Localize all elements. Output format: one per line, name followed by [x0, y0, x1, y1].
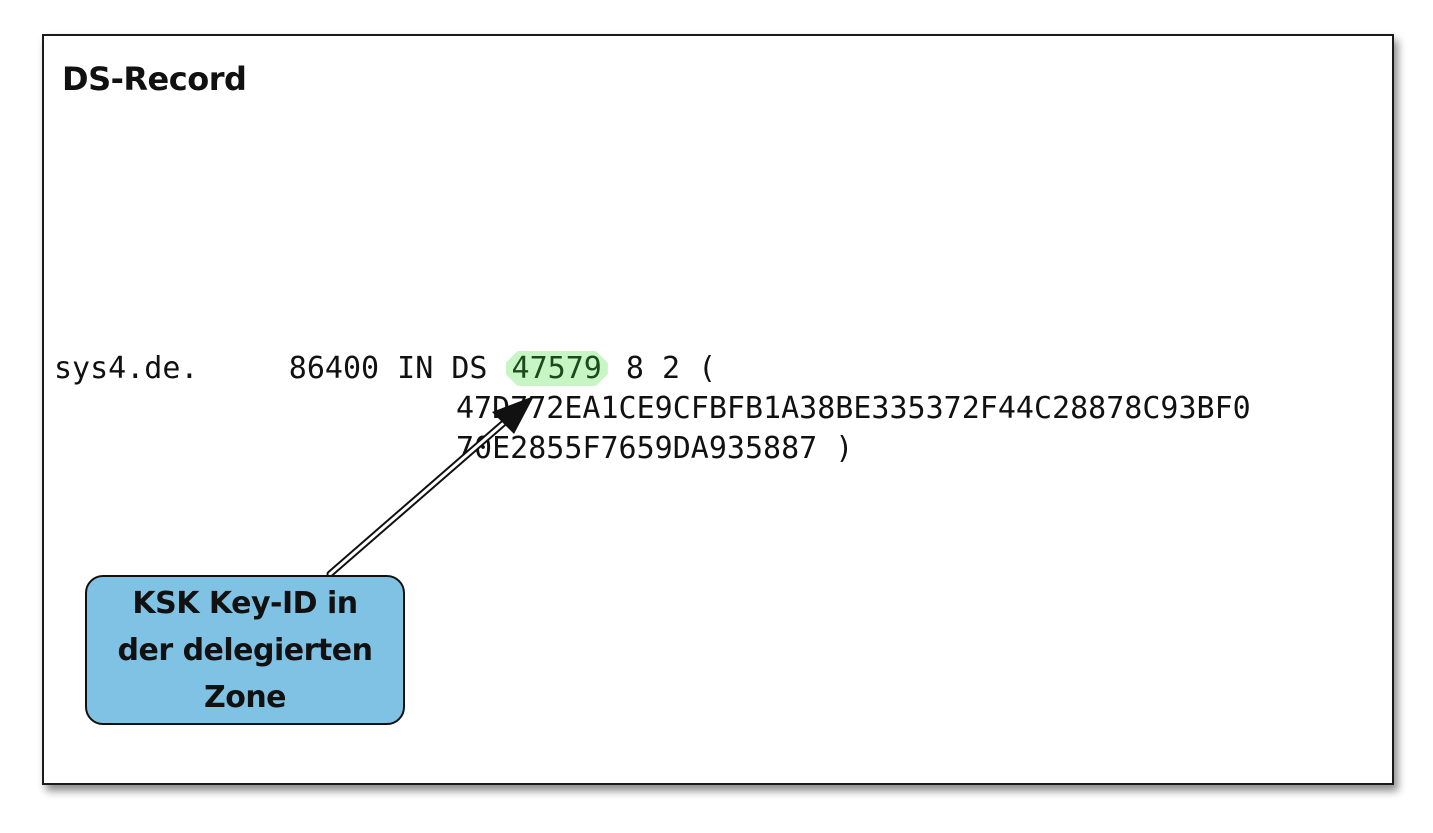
- record-algorithm-digest-type: 8 2 (: [607, 351, 717, 386]
- callout-box: KSK Key-ID in der delegierten Zone: [85, 575, 405, 725]
- key-id-highlight: 47579: [506, 351, 608, 386]
- callout-text: KSK Key-ID in der delegierten Zone: [117, 585, 373, 715]
- slide-frame: DS-Record sys4.de. 86400 IN DS 47579 8 2…: [42, 34, 1394, 785]
- ds-record-line-1: sys4.de. 86400 IN DS 47579 8 2 (: [54, 349, 716, 389]
- slide-title: DS-Record: [62, 60, 247, 98]
- record-owner-ttl-class-type: sys4.de. 86400 IN DS: [54, 351, 506, 386]
- ds-record-line-2: 47D772EA1CE9CFBFB1A38BE335372F44C28878C9…: [456, 391, 1251, 426]
- ds-record-line-3: 70E2855F7659DA935887 ): [456, 431, 854, 466]
